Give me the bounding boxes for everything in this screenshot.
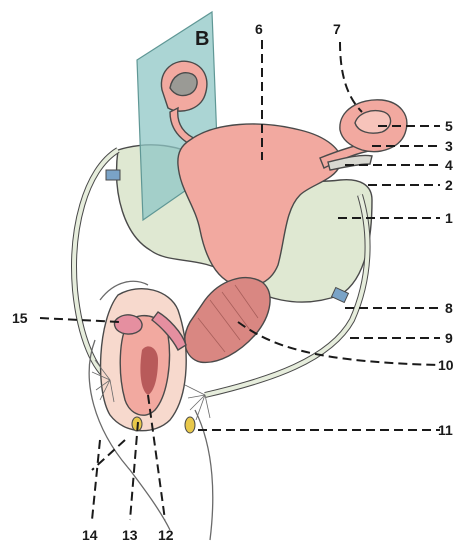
- label-2: 2: [445, 177, 453, 193]
- clitoris: [115, 315, 143, 334]
- label-15: 15: [12, 310, 28, 326]
- label-5: 5: [445, 118, 453, 134]
- label-4: 4: [445, 157, 453, 173]
- label-13: 13: [122, 527, 138, 543]
- label-6: 6: [255, 21, 263, 37]
- label-1: 1: [445, 210, 453, 226]
- ligament-fibers-right: [185, 385, 210, 420]
- label-7: 7: [333, 21, 341, 37]
- vagina: [185, 278, 270, 363]
- plate-letter: B: [195, 28, 209, 50]
- label-9: 9: [445, 330, 453, 346]
- label-11: 11: [438, 422, 453, 438]
- label-14: 14: [82, 527, 98, 543]
- greater-vestibular-gland-right: [185, 417, 195, 433]
- vessel-stump-left: [106, 170, 120, 180]
- label-3: 3: [445, 138, 453, 154]
- label-10: 10: [438, 357, 454, 373]
- label-8: 8: [445, 300, 453, 316]
- label-12: 12: [158, 527, 174, 543]
